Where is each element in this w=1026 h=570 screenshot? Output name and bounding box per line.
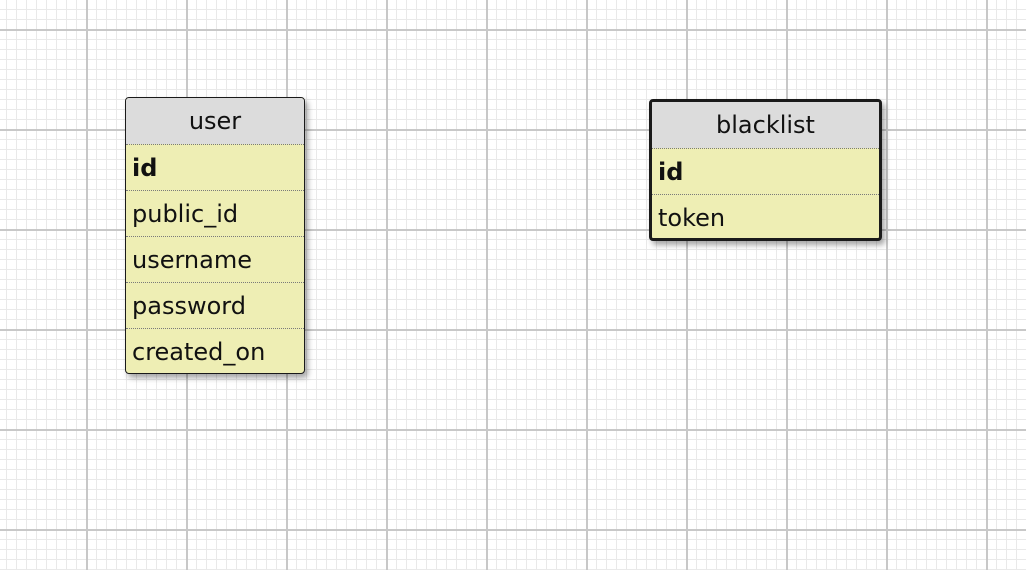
field-password[interactable]: password	[126, 282, 304, 328]
field-created-on[interactable]: created_on	[126, 328, 304, 373]
field-id[interactable]: id	[126, 144, 304, 190]
entity-blacklist[interactable]: blacklist id token	[649, 99, 882, 241]
field-public-id[interactable]: public_id	[126, 190, 304, 236]
entity-user[interactable]: user id public_id username password crea…	[125, 97, 305, 374]
field-username[interactable]: username	[126, 236, 304, 282]
field-token[interactable]: token	[652, 194, 879, 238]
field-id[interactable]: id	[652, 148, 879, 194]
entity-header[interactable]: blacklist	[652, 102, 879, 148]
entity-header[interactable]: user	[126, 98, 304, 144]
